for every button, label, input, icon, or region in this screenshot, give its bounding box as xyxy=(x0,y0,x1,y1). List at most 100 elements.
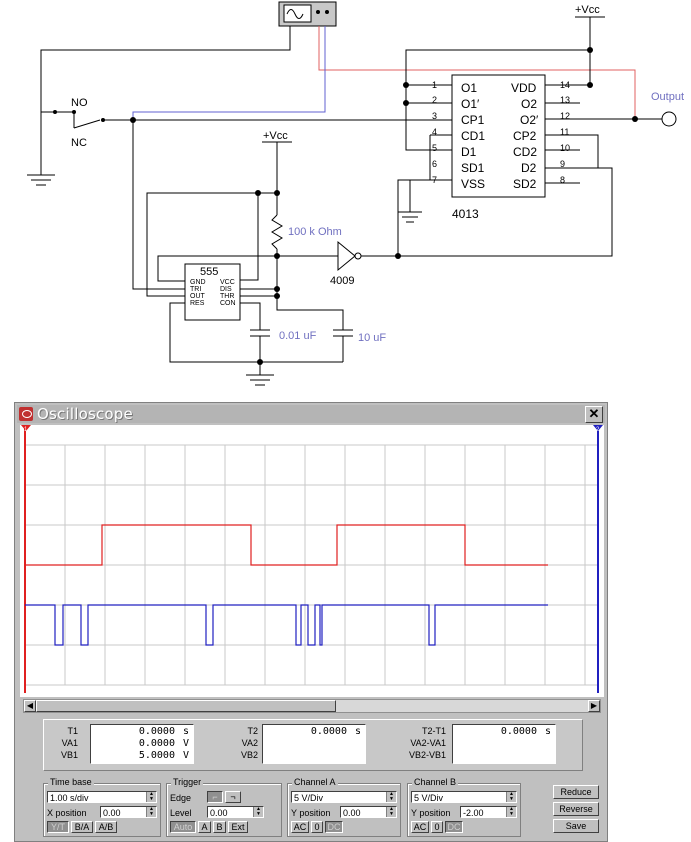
va1-label: VA1 xyxy=(61,738,78,748)
ic4013-pin-10-num: 10 xyxy=(560,143,570,153)
circuit-schematic: +Vcc +Vcc NO NC 4009 Output 100 k Ohm 0.… xyxy=(27,1,684,386)
ic4013-pin-13-label: O2 xyxy=(521,97,537,111)
title-bar[interactable]: Oscilloscope ✕ xyxy=(17,405,605,423)
channel-b-ypos-label: Y position xyxy=(411,808,451,818)
dt-unit: s xyxy=(544,726,551,737)
capacitor-1-label: 0.01 uF xyxy=(279,330,317,342)
t1-unit: s xyxy=(182,726,189,737)
channel-a-ypos-label: Y position xyxy=(291,808,331,818)
channel-b-scale-select[interactable]: 5 V/Div▲▼ xyxy=(411,791,517,803)
dva-label: VA2-VA1 xyxy=(410,738,446,748)
dt-value: 0.0000 xyxy=(500,726,537,737)
ic555-pin-out: OUT xyxy=(190,293,206,300)
channel-a-scale-select[interactable]: 5 V/Div▲▼ xyxy=(291,791,397,803)
channel-a-ypos-input[interactable]: 0.00 ▲▼ xyxy=(340,806,397,818)
mode-ab-button[interactable]: A/B xyxy=(95,821,117,833)
reduce-button[interactable]: Reduce xyxy=(553,785,599,799)
switch-nc-label: NC xyxy=(71,137,87,149)
edge-falling-icon[interactable]: ¬ xyxy=(225,791,241,803)
ic4013-pin-10-label: CD2 xyxy=(513,145,537,159)
channel-a-group: Channel A 5 V/Div▲▼ Y position 0.00 ▲▼ AC… xyxy=(287,777,401,837)
close-button[interactable]: ✕ xyxy=(585,406,603,423)
timebase-title: Time base xyxy=(48,777,94,787)
ic4013-pin-12-label: O2′ xyxy=(520,113,539,127)
trigger-b-button[interactable]: B xyxy=(213,821,226,833)
output-label: Output xyxy=(651,91,684,103)
edge-label: Edge xyxy=(170,793,192,803)
mode-ba-button[interactable]: B/A xyxy=(71,821,93,833)
channel-b-dc-button[interactable]: DC xyxy=(445,821,463,833)
channel-a-scale-spin-icon[interactable]: ▲▼ xyxy=(386,792,396,802)
oscilloscope-icon xyxy=(19,407,33,421)
ic555-pin-gnd: GND xyxy=(190,279,206,286)
mode-yt-button[interactable]: Y/T xyxy=(47,821,69,833)
timebase-group: Time base 1.00 s/div▲▼ X position 0.00 ▲▼… xyxy=(43,777,161,837)
trigger-ext-button[interactable]: Ext xyxy=(228,821,248,833)
reverse-button[interactable]: Reverse xyxy=(553,802,599,816)
ic4013-pin-6-num: 6 xyxy=(432,159,437,169)
ic4013-pin-3-num: 3 xyxy=(432,111,437,121)
dt-label: T2-T1 xyxy=(421,726,446,736)
channel-a-dc-button[interactable]: DC xyxy=(325,821,343,833)
ic4013-pin-4-num: 4 xyxy=(432,127,437,137)
ic555-pin-con: CON xyxy=(220,300,236,307)
scroll-thumb[interactable] xyxy=(36,700,336,712)
channel-b-scale-spin-icon[interactable]: ▲▼ xyxy=(506,792,516,802)
level-spin-icon[interactable]: ▲▼ xyxy=(253,807,263,817)
cursor-1-number: 1 xyxy=(24,427,28,433)
ic4013-pin-8-num: 8 xyxy=(560,175,565,185)
ic4013-pin-14-num: 14 xyxy=(560,80,570,90)
t2-value: 0.0000 xyxy=(310,726,347,737)
trigger-auto-button[interactable]: Auto xyxy=(170,821,196,833)
cursor-2-marker-icon[interactable] xyxy=(593,425,603,431)
ic4013-pin-6-label: SD1 xyxy=(461,161,485,175)
ic4013-pin-9-label: D2 xyxy=(521,161,537,175)
edge-rising-icon[interactable]: ⌐ xyxy=(207,791,223,803)
ic4013-pin-3-label: CP1 xyxy=(461,113,485,127)
channel-a-trace xyxy=(25,524,548,566)
trigger-title: Trigger xyxy=(171,777,204,787)
ic4013-pin-1-label: O1 xyxy=(461,81,477,95)
channel-b-ypos-value: -2.00 xyxy=(463,808,484,818)
channel-b-ac-button[interactable]: AC xyxy=(411,821,429,833)
horizontal-scrollbar[interactable]: ◀ ▶ xyxy=(23,699,601,713)
channel-a-ypos-spin-icon[interactable]: ▲▼ xyxy=(386,807,396,817)
channel-a-title: Channel A xyxy=(292,777,338,787)
ic4013-pin-8-label: SD2 xyxy=(513,177,537,191)
ic4013-pin-7-num: 7 xyxy=(432,175,437,185)
save-button[interactable]: Save xyxy=(553,819,599,833)
ic555-pin-dis: DIS xyxy=(220,286,232,293)
channel-a-ypos-value: 0.00 xyxy=(343,808,361,818)
window-title: Oscilloscope xyxy=(37,405,133,423)
channel-a-zero-button[interactable]: 0 xyxy=(311,821,323,833)
xpos-value: 0.00 xyxy=(103,808,121,818)
channel-a-ac-button[interactable]: AC xyxy=(291,821,309,833)
vb1-label: VB1 xyxy=(60,750,78,760)
trigger-a-button[interactable]: A xyxy=(198,821,211,833)
trigger-group: Trigger Edge ⌐ ¬ Level 0.00 ▲▼ Auto A B E… xyxy=(166,777,282,837)
timebase-spin-icon[interactable]: ▲▼ xyxy=(146,792,156,802)
level-input[interactable]: 0.00 ▲▼ xyxy=(207,806,264,818)
channel-b-ypos-spin-icon[interactable]: ▲▼ xyxy=(506,807,516,817)
xpos-label: X position xyxy=(47,808,87,818)
scroll-right-icon[interactable]: ▶ xyxy=(588,700,600,712)
capacitor-2-label: 10 uF xyxy=(358,332,386,344)
channel-b-zero-button[interactable]: 0 xyxy=(431,821,443,833)
level-label: Level xyxy=(170,808,192,818)
scroll-left-icon[interactable]: ◀ xyxy=(24,700,36,712)
cursor-1-marker-icon[interactable] xyxy=(21,425,31,431)
ic4013-pin-2-label: O1′ xyxy=(461,97,480,111)
vb1-unit: V xyxy=(182,750,189,761)
vcc-mid-label: +Vcc xyxy=(263,130,288,142)
xpos-spin-icon[interactable]: ▲▼ xyxy=(146,807,156,817)
vb2-label: VB2 xyxy=(240,750,258,760)
level-value: 0.00 xyxy=(210,808,228,818)
ic4013-pin-14-label: VDD xyxy=(511,81,537,95)
inverter-label: 4009 xyxy=(330,275,354,287)
timebase-select[interactable]: 1.00 s/div▲▼ xyxy=(47,791,157,803)
cursor-2-number: 2 xyxy=(596,427,600,433)
channel-b-ypos-input[interactable]: -2.00 ▲▼ xyxy=(460,806,517,818)
ic4013-pin-11-label: CP2 xyxy=(513,129,537,143)
xpos-input[interactable]: 0.00 ▲▼ xyxy=(100,806,157,818)
